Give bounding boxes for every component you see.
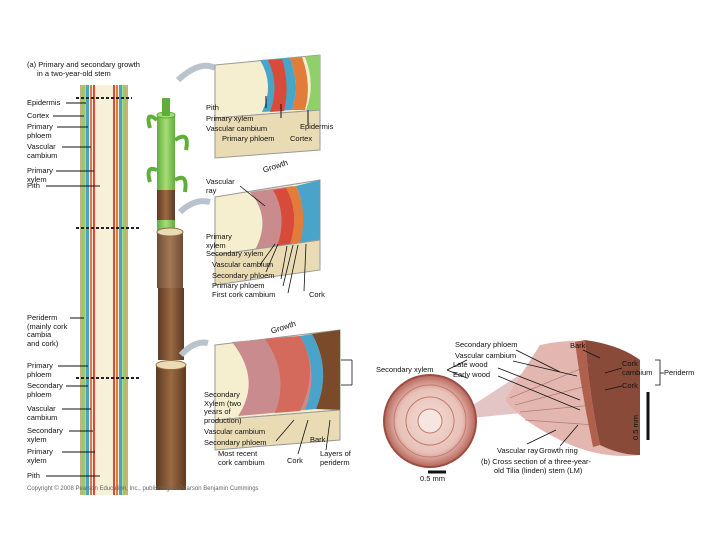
d3-layers-of-periderm: Layers of periderm — [320, 449, 351, 467]
part-a-title-line2: in a two-year-old stem — [37, 69, 111, 78]
d2-vascular-ray: Vascular ray — [206, 177, 235, 195]
transition-arrows — [175, 62, 217, 358]
stem-longitudinal-strip — [76, 85, 140, 495]
b-cork: Cork — [622, 381, 638, 390]
label-primary-phloem-2: Primary phloem — [27, 361, 53, 379]
b-late-wood: Late wood — [453, 360, 488, 369]
d1-epidermis: Epidermis — [300, 122, 334, 131]
d3-bark: Bark — [310, 435, 326, 444]
label-vascular-cambium-2: Vascular cambium — [27, 404, 58, 422]
growing-stem-illustration — [146, 98, 189, 490]
tilia-cross-section — [383, 340, 640, 468]
d3-cork: Cork — [287, 456, 303, 465]
d2-secondary-phloem: Secondary phloem — [212, 271, 275, 280]
d2-vascular-cambium: Vascular cambium — [212, 260, 274, 269]
diagram-secondary-growth-2 — [214, 329, 353, 455]
label-periderm: Periderm (mainly cork cambia and cork) — [27, 313, 68, 348]
b-scale-horizontal: 0.5 mm — [420, 474, 446, 483]
d2-first-cork-cambium: First cork cambium — [212, 290, 276, 299]
b-caption-line1: (b) Cross section of a three-year- — [481, 457, 592, 466]
label-epidermis: Epidermis — [27, 98, 61, 107]
b-growth-ring: Growth ring — [539, 446, 578, 455]
b-early-wood: Early wood — [453, 370, 491, 379]
part-b-leader-lines — [446, 349, 664, 447]
label-primary-xylem: Primary xylem — [27, 166, 53, 184]
d1-cortex: Cortex — [290, 134, 313, 143]
label-secondary-xylem: Secondary xylem — [27, 426, 63, 444]
b-cork-cambium: Cork cambium — [622, 359, 653, 377]
b-vascular-ray: Vascular ray — [497, 446, 539, 455]
label-secondary-phloem: Secondary phloem — [27, 381, 63, 399]
d1-primary-phloem: Primary phloem — [222, 134, 275, 143]
d2-secondary-xylem: Secondary xylem — [206, 249, 264, 258]
part-a-title-line1: (a) Primary and secondary growth — [27, 60, 140, 69]
d1-primary-xylem: Primary xylem — [206, 114, 254, 123]
d2-cork: Cork — [309, 290, 325, 299]
label-primary-phloem: Primary phloem — [27, 122, 53, 140]
b-periderm: Periderm — [664, 368, 695, 377]
d3-most-recent-cork-cambium: Most recent cork cambium — [218, 449, 265, 467]
label-pith: Pith — [27, 181, 40, 190]
b-scale-vertical: 0.5 mm — [631, 414, 640, 440]
d2-primary-phloem: Primary phloem — [212, 281, 265, 290]
b-bark: Bark — [570, 341, 586, 350]
label-pith-2: Pith — [27, 471, 40, 480]
b-vascular-cambium: Vascular cambium — [455, 351, 517, 360]
label-cortex: Cortex — [27, 111, 50, 120]
d2-primary-xylem: Primary xylem — [206, 232, 232, 250]
b-secondary-phloem: Secondary phloem — [455, 340, 518, 349]
d1-vascular-cambium: Vascular cambium — [206, 124, 268, 133]
d3-secondary-xylem: Secondary Xylem (two years of production… — [204, 390, 242, 425]
label-vascular-cambium: Vascular cambium — [27, 142, 58, 160]
scale-bars — [428, 392, 650, 474]
b-secondary-xylem: Secondary xylem — [376, 365, 434, 374]
d3-vascular-cambium: Vascular cambium — [204, 427, 266, 436]
left-leader-lines — [46, 102, 100, 477]
copyright-notice: Copyright © 2008 Pearson Education, Inc.… — [27, 486, 259, 492]
diagram-secondary-growth-1 — [214, 179, 321, 294]
diagram-primary-growth — [214, 54, 321, 159]
b-caption-line2: old Tilia (linden) stem (LM) — [494, 466, 583, 475]
label-primary-xylem-2: Primary xylem — [27, 447, 53, 465]
d3-secondary-phloem: Secondary phloem — [204, 438, 267, 447]
d1-pith: Pith — [206, 103, 219, 112]
